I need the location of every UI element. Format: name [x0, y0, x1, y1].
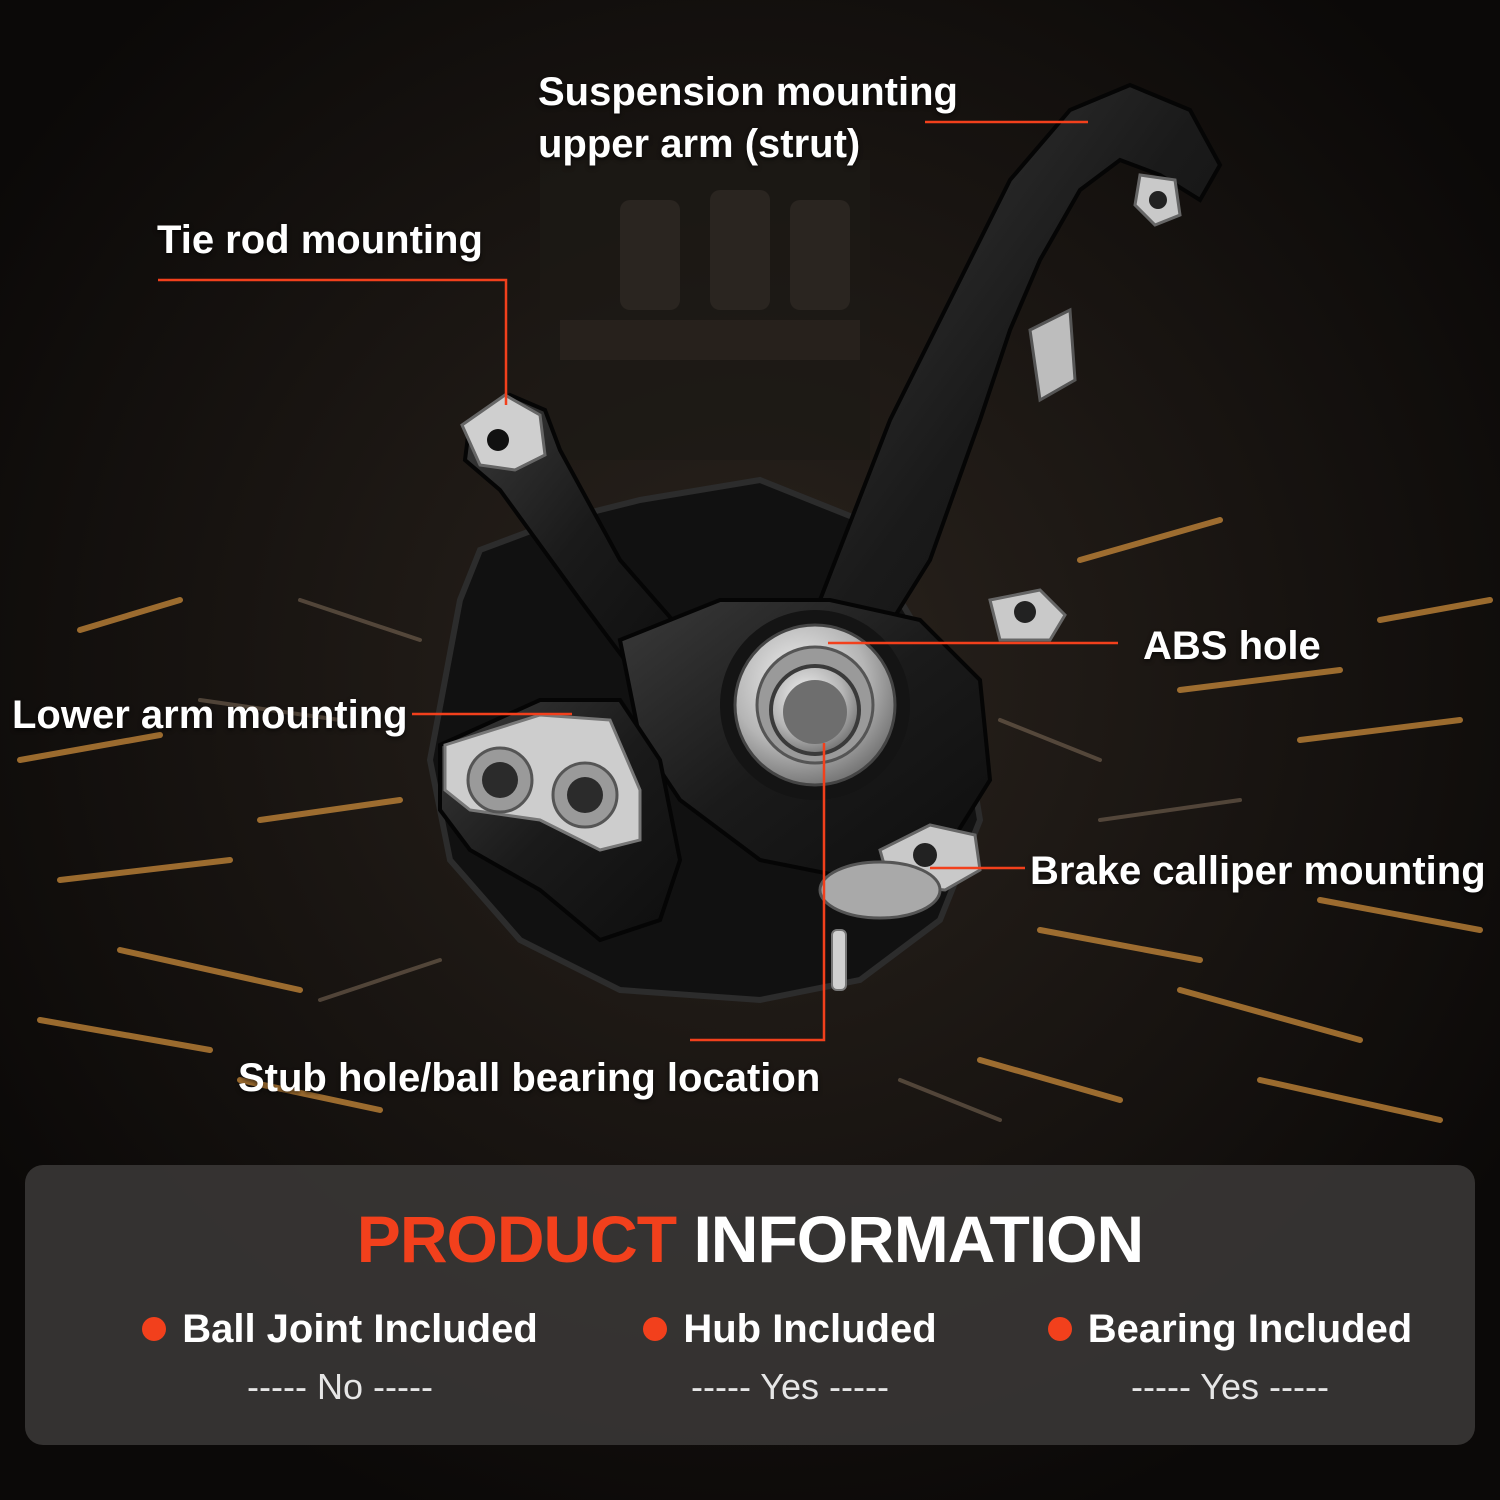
steering-knuckle-illustration	[426, 82, 1223, 1004]
callout-suspension-line1: Suspension mounting	[538, 70, 958, 114]
callout-tie-rod: Tie rod mounting	[157, 218, 483, 262]
info-label: Ball Joint Included	[182, 1307, 538, 1351]
info-value: ----- Yes -----	[691, 1366, 889, 1407]
callout-stub-hole: Stub hole/ball bearing location	[238, 1056, 821, 1100]
product-info-panel: PRODUCT INFORMATION Ball Joint Included …	[25, 1165, 1475, 1445]
info-label: Bearing Included	[1087, 1307, 1413, 1351]
info-value: ----- No -----	[247, 1366, 433, 1407]
info-value: ----- Yes -----	[1131, 1366, 1329, 1407]
callout-suspension-line2: upper arm (strut)	[538, 122, 861, 166]
callout-suspension: Suspension mounting upper arm (strut)	[538, 66, 958, 170]
bullet-dot	[643, 1317, 668, 1341]
title-main: INFORMATION	[693, 1202, 1144, 1276]
info-label: Hub Included	[683, 1307, 937, 1351]
bullet-dot	[142, 1317, 167, 1341]
callout-abs-hole: ABS hole	[1143, 624, 1321, 668]
product-info-title: PRODUCT INFORMATION	[25, 1201, 1475, 1277]
callout-lower-arm: Lower arm mounting	[12, 693, 408, 737]
title-accent: PRODUCT	[356, 1202, 677, 1276]
info-item-hub: Hub Included ----- Yes -----	[560, 1303, 1020, 1411]
callout-brake-calliper: Brake calliper mounting	[1030, 849, 1486, 893]
bullet-dot	[1047, 1317, 1072, 1341]
info-item-bearing: Bearing Included ----- Yes -----	[1000, 1303, 1460, 1411]
info-item-ball-joint: Ball Joint Included ----- No -----	[110, 1303, 570, 1411]
